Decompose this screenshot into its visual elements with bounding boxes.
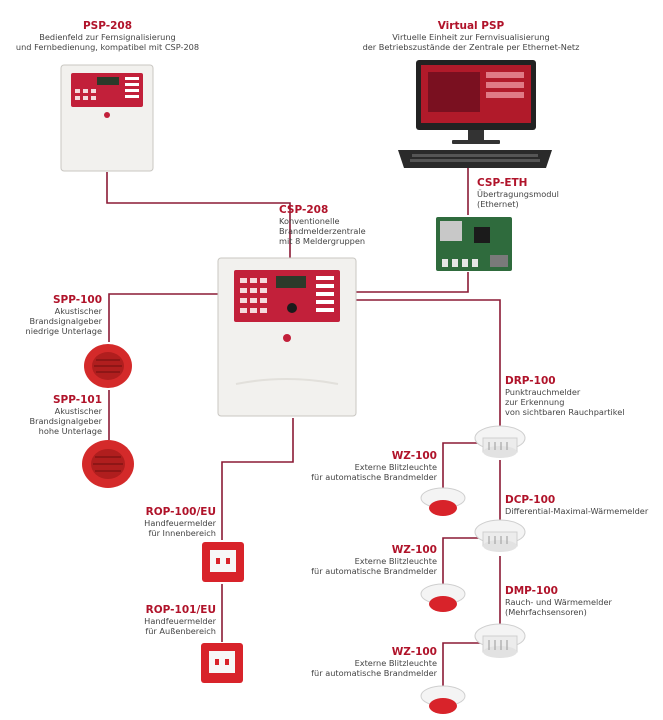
spp100-desc: Akustischer Brandsignalgeber niedrige Un…: [25, 306, 103, 336]
drp100-title: DRP-100: [505, 375, 556, 387]
csp-eth-desc: Übertragungsmodul (Ethernet): [477, 189, 559, 209]
label-wz100-2: WZ-100 Externe Blitzleuchte für automati…: [300, 544, 437, 576]
dmp100-detector-image: [474, 623, 526, 658]
label-dcp100: DCP-100 Differential-Maximal-Wärmemelder: [505, 494, 661, 516]
csp208-title: CSP-208: [279, 204, 329, 216]
spp100-sounder-image: [84, 344, 132, 388]
wire-csp-to-spp: [108, 293, 218, 342]
rop100-title: ROP-100/EU: [145, 506, 216, 518]
rop100-callpoint-image: [202, 542, 244, 582]
rop100-desc: Handfeuermelder für Innenbereich: [144, 518, 216, 538]
label-spp100: SPP-100 Akustischer Brandsignalgeber nie…: [12, 294, 103, 336]
csp-eth-title: CSP-ETH: [477, 177, 528, 189]
psp208-title: PSP-208: [82, 20, 133, 32]
psp208-desc: Bedienfeld zur Fernsignalisierung und Fe…: [15, 32, 200, 52]
wz100-beacon-1-image: [420, 487, 466, 516]
wire-eth-to-csp: [356, 272, 469, 293]
wz100-3-title: WZ-100: [391, 646, 437, 658]
virtual-psp-title: Virtual PSP: [437, 20, 505, 32]
wire-csp-to-drp: [356, 299, 501, 426]
label-csp208: CSP-208 Konventionelle Brandmelderzentra…: [279, 204, 399, 246]
spp101-title: SPP-101: [52, 394, 102, 406]
wz100-1-title: WZ-100: [391, 450, 437, 462]
dmp100-title: DMP-100: [505, 585, 558, 597]
csp-eth-module-image: [436, 217, 512, 271]
wire-dmp-to-wz3: [442, 642, 482, 686]
wz100-2-title: WZ-100: [391, 544, 437, 556]
wire-dcp-to-wz2: [442, 537, 482, 584]
dcp100-title: DCP-100: [505, 494, 556, 506]
label-wz100-3: WZ-100 Externe Blitzleuchte für automati…: [300, 646, 437, 678]
wire-psp-to-csp: [106, 172, 291, 262]
wz100-1-desc: Externe Blitzleuchte für automatische Br…: [311, 462, 437, 482]
psp208-panel-image: [60, 64, 154, 172]
label-rop101: ROP-101/EU Handfeuermelder für Außenbere…: [120, 604, 216, 636]
wz100-beacon-2-image: [420, 583, 466, 612]
csp208-panel-image: [217, 257, 357, 417]
rop101-title: ROP-101/EU: [145, 604, 216, 616]
rop101-callpoint-image: [201, 643, 243, 683]
dmp100-desc: Rauch- und Wärmemelder (Mehrfachsensoren…: [505, 597, 612, 617]
label-virtual-psp: Virtual PSP Virtuelle Einheit zur Fernvi…: [350, 20, 592, 52]
spp100-title: SPP-100: [52, 294, 102, 306]
label-dmp100: DMP-100 Rauch- und Wärmemelder (Mehrfach…: [505, 585, 655, 617]
virtual-psp-desc: Virtuelle Einheit zur Fernvisualisierung…: [362, 32, 580, 52]
label-drp100: DRP-100 Punktrauchmelder zur Erkennung v…: [505, 375, 655, 417]
spp101-desc: Akustischer Brandsignalgeber hohe Unterl…: [29, 406, 102, 436]
wz100-2-desc: Externe Blitzleuchte für automatische Br…: [311, 556, 437, 576]
drp100-desc: Punktrauchmelder zur Erkennung von sicht…: [505, 387, 625, 417]
csp208-desc: Konventionelle Brandmelderzentrale mit 8…: [279, 216, 366, 246]
label-psp208: PSP-208 Bedienfeld zur Fernsignalisierun…: [0, 20, 215, 52]
wire-drp-to-wz1: [442, 442, 482, 488]
dcp100-detector-image: [474, 519, 526, 552]
wire-csp-to-rop: [221, 418, 294, 540]
label-rop100: ROP-100/EU Handfeuermelder für Innenbere…: [120, 506, 216, 538]
rop101-desc: Handfeuermelder für Außenbereich: [144, 616, 216, 636]
virtual-psp-monitor-image: [398, 60, 552, 168]
dcp100-desc: Differential-Maximal-Wärmemelder: [505, 506, 649, 516]
label-csp-eth: CSP-ETH Übertragungsmodul (Ethernet): [477, 177, 597, 209]
label-spp101: SPP-101 Akustischer Brandsignalgeber hoh…: [12, 394, 102, 436]
label-wz100-1: WZ-100 Externe Blitzleuchte für automati…: [300, 450, 437, 482]
wz100-beacon-3-image: [420, 685, 466, 714]
wz100-3-desc: Externe Blitzleuchte für automatische Br…: [311, 658, 437, 678]
drp100-detector-image: [474, 425, 526, 458]
spp101-sounder-image: [82, 440, 134, 488]
